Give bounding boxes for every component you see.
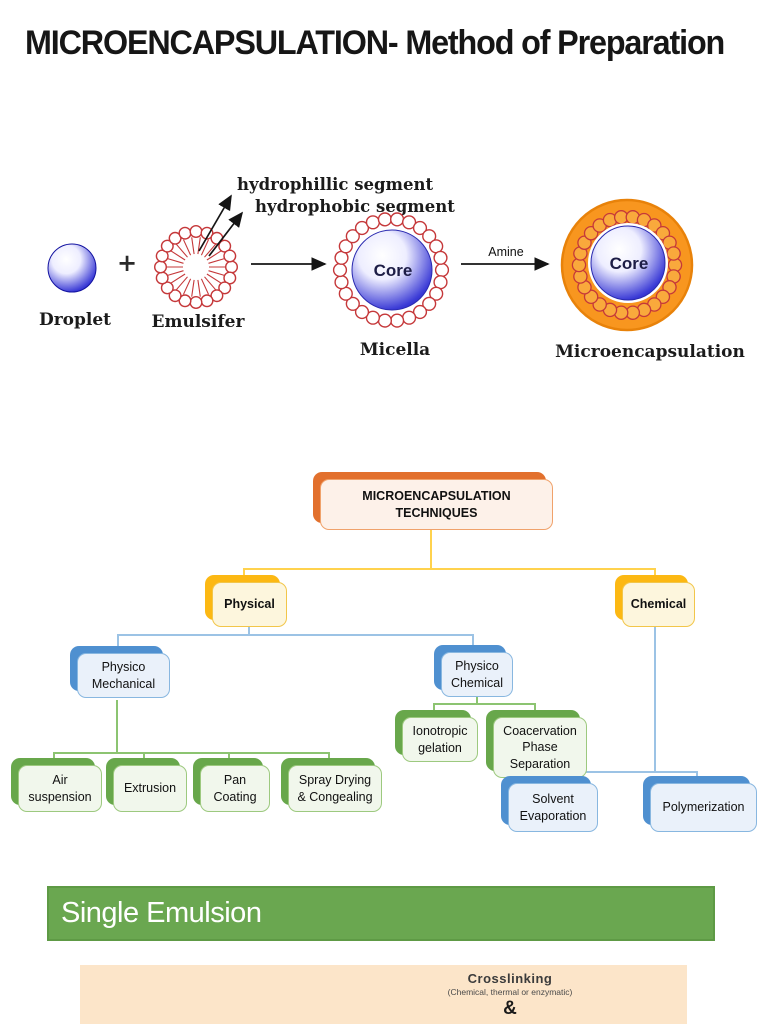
microencapsulation-label: Microencapsulation [555, 342, 745, 362]
connector-root-horizontal [243, 568, 656, 570]
node-physico-chemical: Physico Chemical [434, 645, 513, 697]
connector-pc-horizontal [433, 703, 536, 705]
crosslinking-text-block: Crosslinking (Chemical, thermal or enzym… [390, 971, 630, 1020]
node-label: MICROENCAPSULATION TECHNIQUES [362, 489, 511, 520]
node-pan-coating: Pan Coating [193, 758, 270, 812]
connector-root-down [430, 530, 432, 568]
capsule-bead-ring [571, 210, 683, 320]
emulsifier-tails [166, 237, 226, 297]
single-emulsion-figure-panel: Crosslinking (Chemical, thermal or enzym… [80, 965, 687, 1024]
node-label: Solvent Evaporation [519, 792, 587, 823]
plus-sign: + [117, 248, 137, 277]
node-polymerization: Polymerization [643, 776, 757, 832]
node-label: Ionotropic gelation [412, 724, 468, 755]
page-title: MICROENCAPSULATION- Method of Preparatio… [25, 24, 725, 62]
emulsifier-label: Emulsifer [152, 312, 246, 332]
connector-physical-horizontal [117, 634, 474, 636]
section-banner-single-emulsion: Single Emulsion [47, 886, 715, 941]
droplet-label: Droplet [39, 310, 111, 330]
crosslinking-title: Crosslinking [467, 971, 553, 986]
node-spray-drying: Spray Drying & Congealing [281, 758, 382, 812]
capsule-core-label: Core [610, 254, 649, 273]
node-ionotropic-gelation: Ionotropic gelation [395, 710, 478, 762]
node-label: Physical [224, 597, 275, 612]
micella-core-label: Core [374, 261, 413, 280]
node-label: Spray Drying & Congealing [297, 773, 373, 804]
node-coacervation: Coacervation Phase Separation [486, 710, 587, 778]
node-air-suspension: Air suspension [11, 758, 102, 812]
crosslinking-subtitle: (Chemical, thermal or enzymatic) [447, 987, 573, 997]
node-extrusion: Extrusion [106, 758, 187, 812]
connector-pm-down [116, 700, 118, 754]
node-label: Physico Chemical [450, 659, 504, 690]
micella-shell [332, 212, 450, 328]
hydrophobic-label: hydrophobic segment [255, 197, 455, 216]
connector-chemical-down [654, 627, 656, 773]
micella-label: Micella [360, 340, 430, 360]
hydrophilic-label: hydrophillic segment [237, 175, 433, 194]
capsule-core-sphere [590, 225, 666, 301]
amine-label: Amine [488, 245, 523, 259]
connector-to-physico-chemical [472, 634, 474, 653]
connector-chemical-horizontal [545, 771, 698, 773]
node-physico-mechanical: Physico Mechanical [70, 646, 170, 698]
node-label: Polymerization [662, 800, 745, 815]
node-chemical: Chemical [615, 575, 695, 627]
node-label: Extrusion [123, 781, 177, 796]
ampersand-label: & [503, 998, 517, 1019]
connector-to-physico-mechanical [117, 634, 119, 653]
node-label: Pan Coating [213, 773, 257, 804]
micella-core-sphere [351, 229, 433, 311]
node-label: Coacervation Phase Separation [503, 724, 577, 771]
node-microencapsulation-techniques: MICROENCAPSULATION TECHNIQUES [313, 472, 553, 530]
node-label: Air suspension [28, 773, 92, 804]
node-label: Chemical [630, 597, 687, 612]
hydrophobic-arrow [208, 211, 244, 257]
connector-physical-down [248, 627, 250, 636]
node-physical: Physical [205, 575, 287, 627]
node-solvent-evaporation: Solvent Evaporation [501, 776, 598, 832]
micelle-process-diagram: + hydrophillic segment hydrophobic segme… [39, 175, 745, 362]
droplet-sphere [47, 243, 97, 293]
section-banner-label: Single Emulsion [61, 897, 262, 929]
connector-pm-horizontal [53, 752, 330, 754]
node-label: Physico Mechanical [91, 660, 156, 691]
hydrophilic-arrow [198, 194, 232, 252]
connector-pc-down [476, 697, 478, 704]
